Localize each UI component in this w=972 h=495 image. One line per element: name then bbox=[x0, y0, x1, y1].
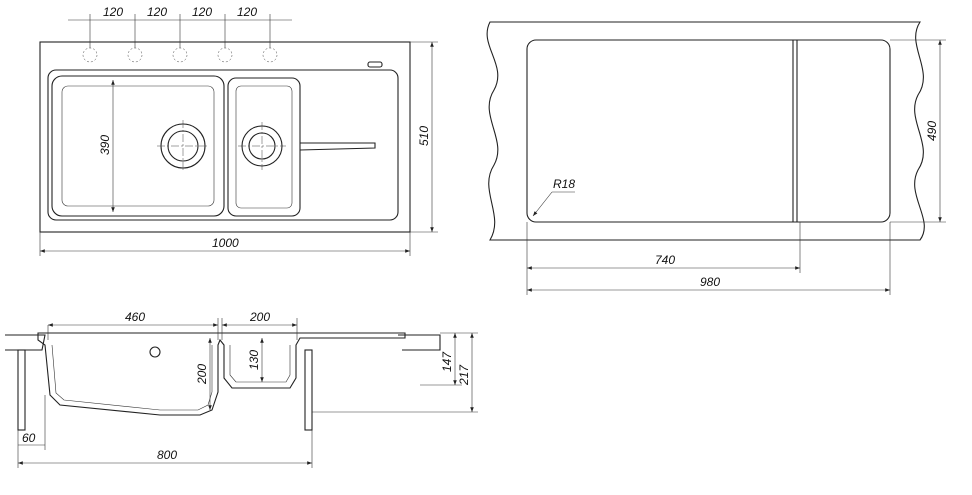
small-bowl bbox=[227, 77, 301, 217]
cutout-view: 490 R18 740 980 bbox=[486, 21, 946, 295]
dim-1000: 1000 bbox=[212, 236, 239, 250]
dim-147: 147 bbox=[440, 351, 454, 372]
dim-217: 217 bbox=[457, 364, 471, 386]
overflow bbox=[367, 61, 383, 68]
dim-740: 740 bbox=[655, 253, 675, 267]
dim-390: 390 bbox=[98, 135, 112, 155]
dim-510: 510 bbox=[417, 126, 431, 146]
dim-200-depth: 200 bbox=[195, 364, 209, 385]
dim-r18: R18 bbox=[553, 177, 575, 191]
cabinet-wall-right bbox=[304, 349, 313, 431]
top-view: 120 120 120 120 390 510 1000 bbox=[39, 5, 438, 256]
countertop-outline bbox=[486, 21, 925, 241]
dim-130: 130 bbox=[247, 350, 261, 370]
dim-60: 60 bbox=[22, 431, 36, 445]
section-view: 460 200 200 130 147 217 60 800 bbox=[5, 310, 478, 468]
drainboard-groove bbox=[299, 142, 376, 151]
cutout-outline bbox=[526, 39, 891, 223]
dim-490: 490 bbox=[925, 121, 939, 141]
countertop-right bbox=[398, 334, 441, 351]
sink-profile bbox=[37, 332, 406, 416]
dim-120-2: 120 bbox=[147, 5, 167, 19]
overflow-hole bbox=[149, 346, 161, 358]
countertop-left bbox=[5, 334, 46, 351]
dim-120-1: 120 bbox=[103, 5, 123, 19]
dim-980: 980 bbox=[700, 275, 720, 289]
dim-120-3: 120 bbox=[192, 5, 212, 19]
cabinet-wall-left bbox=[17, 349, 26, 431]
dim-120-4: 120 bbox=[237, 5, 257, 19]
large-bowl bbox=[51, 75, 225, 217]
tap-holes bbox=[82, 47, 278, 63]
dim-460: 460 bbox=[125, 310, 145, 324]
dim-800: 800 bbox=[157, 448, 177, 462]
bowl-surround bbox=[47, 69, 399, 221]
dim-200-width: 200 bbox=[249, 310, 270, 324]
